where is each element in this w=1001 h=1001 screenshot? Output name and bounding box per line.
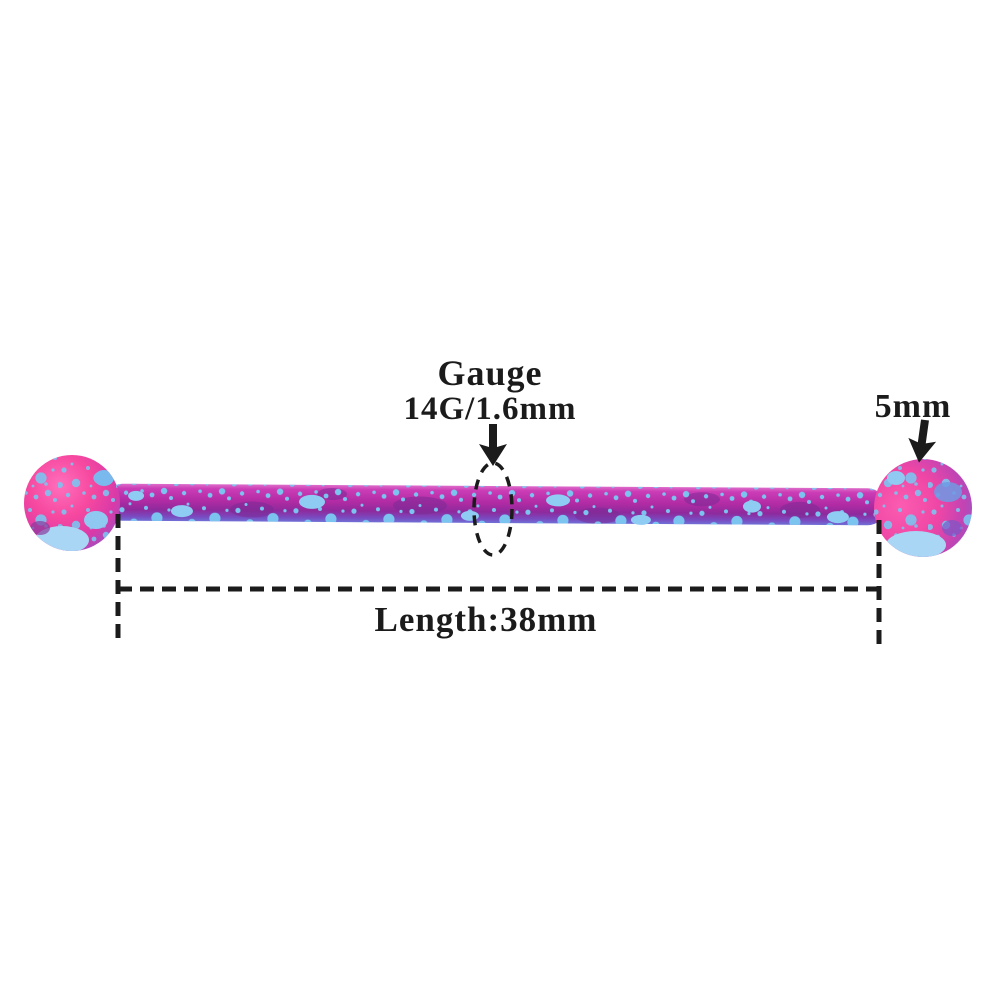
barbell-bar: [104, 483, 886, 526]
bar-splash-blobs: [128, 490, 849, 525]
barbell-ball-right: [874, 459, 972, 557]
gauge-arrow-icon: [479, 424, 507, 466]
gauge-ellipse-indicator: [472, 461, 514, 557]
ball-size-arrow-icon: [908, 419, 937, 463]
gauge-value-label: 14G/1.6mm: [403, 391, 577, 427]
ball-size-label: 5mm: [874, 388, 952, 425]
gauge-label: Gauge: [437, 353, 543, 393]
barbell-ball-left: [24, 455, 120, 551]
length-label: Length:38mm: [374, 600, 598, 639]
bar-splatter-overlay: [104, 483, 886, 526]
